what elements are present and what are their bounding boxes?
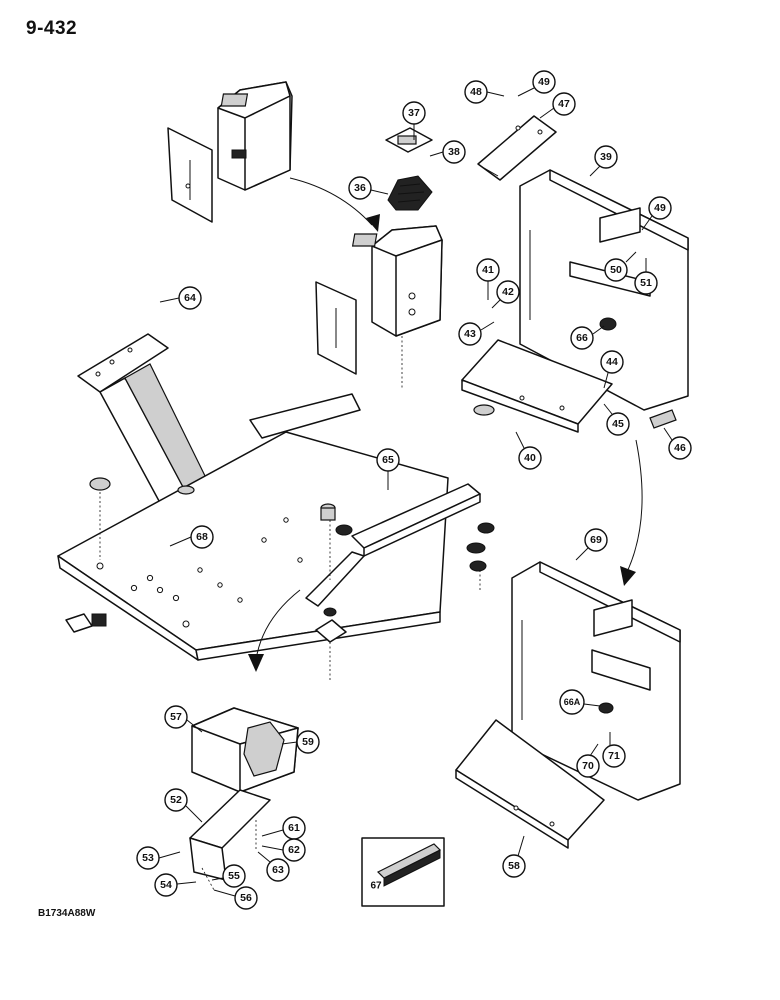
svg-text:42: 42: [502, 286, 514, 298]
callout: 61: [282, 816, 306, 840]
callout: 59: [296, 730, 320, 754]
callout: 39: [594, 145, 618, 169]
svg-text:63: 63: [272, 864, 284, 876]
floor-plate: [57, 393, 449, 661]
page-number: 9-432: [26, 18, 78, 39]
svg-text:66: 66: [576, 332, 588, 344]
callout: 66: [570, 326, 594, 350]
callout: 44: [600, 350, 624, 374]
svg-text:40: 40: [524, 452, 536, 464]
mounting-bracket: [189, 789, 271, 891]
svg-text:44: 44: [606, 356, 618, 368]
svg-text:53: 53: [142, 852, 154, 864]
svg-text:45: 45: [612, 418, 624, 430]
callout: 70: [576, 754, 600, 778]
callout: 63: [266, 858, 290, 882]
svg-text:43: 43: [464, 328, 476, 340]
svg-text:41: 41: [482, 264, 494, 276]
svg-text:50: 50: [610, 264, 622, 276]
callout: 58: [502, 854, 526, 878]
callout: 45: [606, 412, 630, 436]
svg-text:38: 38: [448, 146, 460, 158]
console-69: [455, 561, 681, 849]
cross-member: [305, 404, 495, 680]
callout: 69: [584, 528, 608, 552]
callout: 67: [370, 881, 382, 892]
svg-text:64: 64: [184, 292, 196, 304]
svg-text:58: 58: [508, 860, 520, 872]
svg-text:52: 52: [170, 794, 182, 806]
svg-text:48: 48: [470, 86, 482, 98]
explode-arrow-right: [620, 439, 643, 586]
shift-tower-lower: [315, 127, 443, 390]
svg-text:37: 37: [408, 107, 420, 119]
callout: 64: [178, 286, 202, 310]
explode-arrow-console: [248, 589, 301, 672]
seat-riser: [77, 333, 211, 513]
cover-plate: [477, 115, 557, 181]
callout: 57: [164, 705, 188, 729]
svg-text:70: 70: [582, 760, 594, 772]
shift-tower-upper: [167, 81, 293, 223]
svg-text:61: 61: [288, 822, 300, 834]
callout: 52: [164, 788, 188, 812]
svg-text:47: 47: [558, 98, 570, 110]
callout: 68: [190, 525, 214, 549]
callout: 43: [458, 322, 482, 346]
callout: 65: [376, 448, 400, 472]
svg-text:67: 67: [370, 881, 382, 892]
callout: 56: [234, 886, 258, 910]
svg-text:49: 49: [538, 76, 550, 88]
svg-text:49: 49: [654, 202, 666, 214]
callout: 47: [552, 92, 576, 116]
svg-text:66A: 66A: [564, 697, 581, 707]
drawing-code: B1734A88W: [38, 908, 96, 919]
callout: 36: [348, 176, 372, 200]
callout: 51: [634, 271, 658, 295]
callout: 54: [154, 873, 178, 897]
svg-text:46: 46: [674, 442, 686, 454]
svg-text:39: 39: [600, 151, 612, 163]
svg-text:62: 62: [288, 844, 300, 856]
callout: 49: [648, 196, 672, 220]
callout: 37: [402, 101, 426, 125]
svg-text:57: 57: [170, 711, 182, 723]
callout: 38: [442, 140, 466, 164]
svg-text:71: 71: [608, 750, 620, 762]
callout: 71: [602, 744, 626, 768]
weatherstrip-inset: [361, 837, 445, 907]
callout: 55: [222, 864, 246, 888]
svg-text:51: 51: [640, 277, 652, 289]
svg-text:56: 56: [240, 892, 252, 904]
callout: 40: [518, 446, 542, 470]
svg-text:68: 68: [196, 531, 208, 543]
callout: 50: [604, 258, 628, 282]
svg-text:55: 55: [228, 870, 240, 882]
callout: 41: [476, 258, 500, 282]
svg-text:54: 54: [160, 879, 172, 891]
callout: 53: [136, 846, 160, 870]
callout: 49: [532, 70, 556, 94]
callout: 46: [668, 436, 692, 460]
console-39: [461, 169, 689, 433]
callout: 66A: [559, 689, 585, 715]
callout-leaders: [158, 87, 673, 897]
callout: 42: [496, 280, 520, 304]
console-box: [191, 707, 299, 793]
svg-text:69: 69: [590, 534, 602, 546]
callout: 48: [464, 80, 488, 104]
svg-text:65: 65: [382, 454, 394, 466]
svg-text:59: 59: [302, 736, 314, 748]
callout: 62: [282, 838, 306, 862]
explode-arrow-tower: [289, 177, 380, 232]
svg-text:36: 36: [354, 182, 366, 194]
